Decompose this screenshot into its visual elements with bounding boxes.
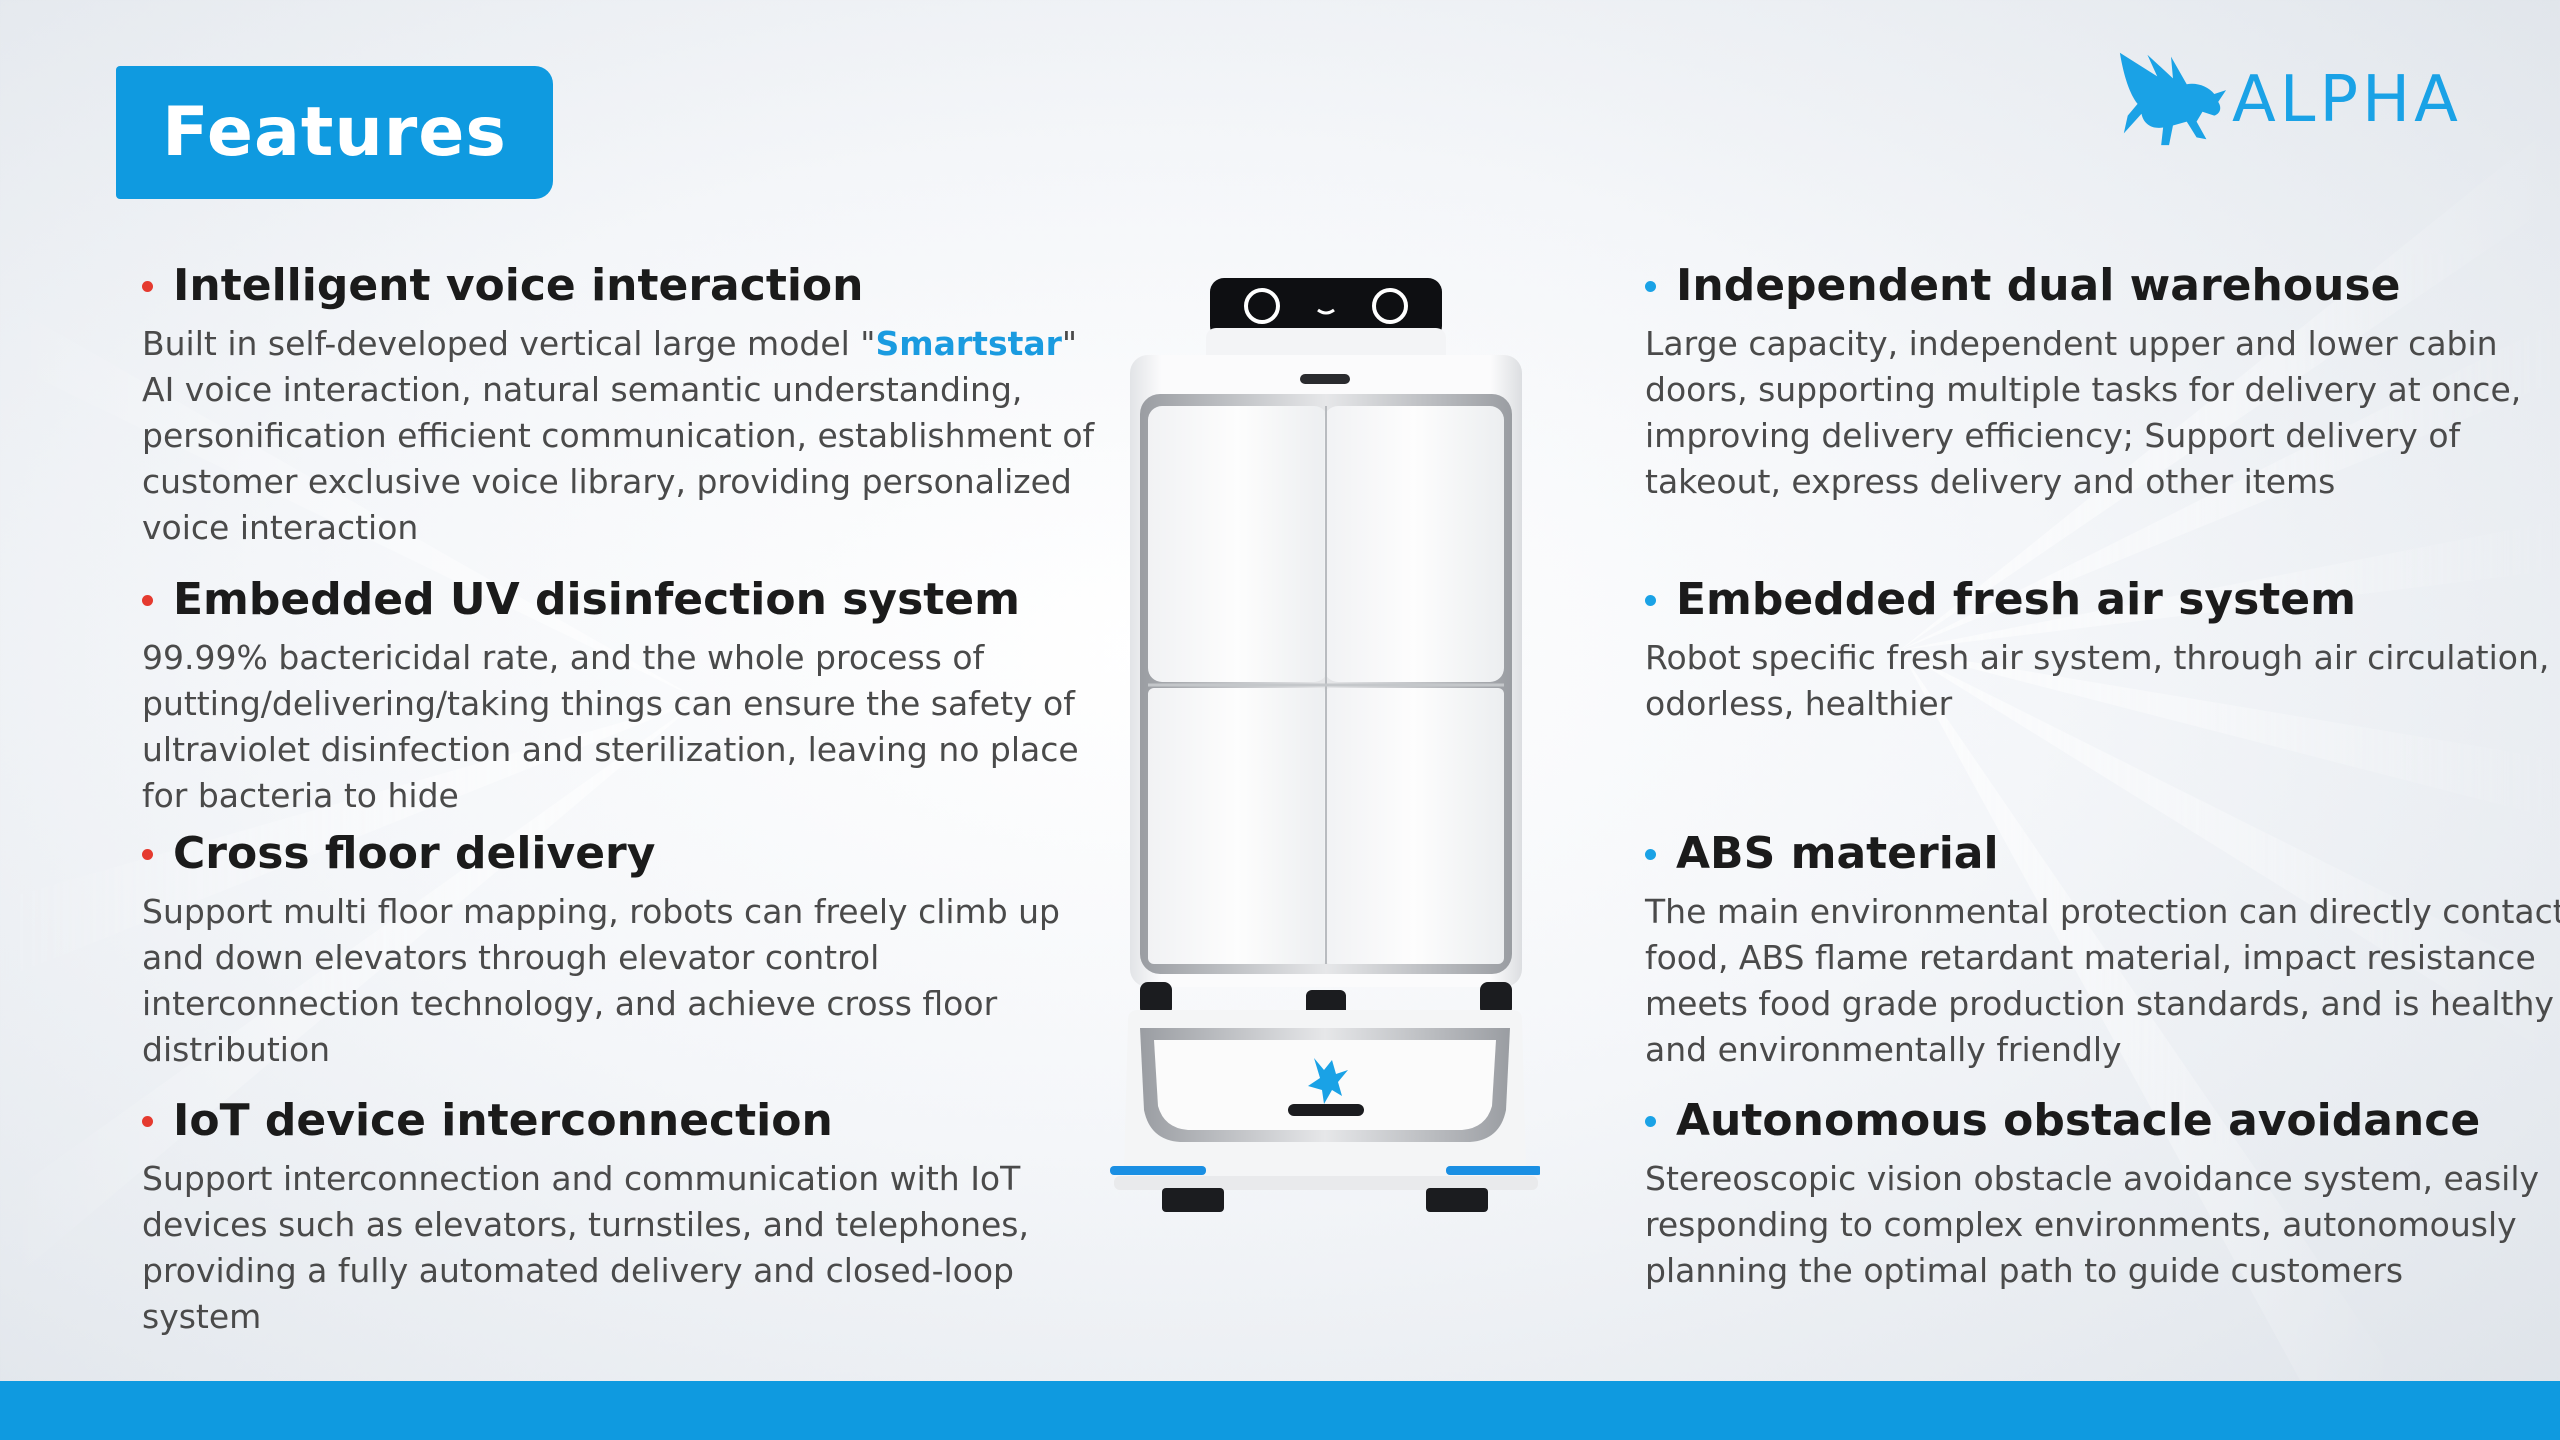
feature-iot: IoT device interconnection Support inter… xyxy=(142,1090,1102,1340)
feature-title: Intelligent voice interaction xyxy=(173,260,864,311)
bullet-dot-icon xyxy=(142,594,153,606)
brand-name: ALPHA xyxy=(2232,63,2462,137)
feature-description: Support interconnection and communicatio… xyxy=(142,1159,1029,1336)
feature-title: Embedded fresh air system xyxy=(1676,574,2356,625)
brand-logo: ALPHA xyxy=(2112,42,2492,152)
feature-description: Built in self-developed vertical large m… xyxy=(142,321,1102,551)
feature-obstacle-avoidance: Autonomous obstacle avoidance Stereoscop… xyxy=(1645,1090,2560,1294)
feature-title: Embedded UV disinfection system xyxy=(173,574,1020,625)
feature-title: Autonomous obstacle avoidance xyxy=(1676,1095,2481,1146)
feature-cross-floor: Cross floor delivery Support multi floor… xyxy=(142,823,1102,1073)
feature-title: Independent dual warehouse xyxy=(1676,260,2401,311)
feature-description: Support multi floor mapping, robots can … xyxy=(142,892,1061,1069)
bullet-dot-icon xyxy=(1645,1115,1656,1127)
bullet-dot-icon xyxy=(1645,848,1656,860)
feature-title: ABS material xyxy=(1676,828,1999,879)
feature-title: IoT device interconnection xyxy=(173,1095,833,1146)
feature-intelligent-voice: Intelligent voice interaction Built in s… xyxy=(142,255,1102,551)
feature-dual-warehouse: Independent dual warehouse Large capacit… xyxy=(1645,255,2560,505)
bullet-dot-icon xyxy=(142,280,153,292)
pegasus-logo-icon xyxy=(2119,52,2227,146)
features-header-badge: Features xyxy=(116,66,553,199)
bullet-dot-icon xyxy=(1645,280,1656,292)
feature-description: The main environmental protection can di… xyxy=(1645,892,2560,1069)
feature-description: Large capacity, independent upper and lo… xyxy=(1645,324,2522,501)
bullet-dot-icon xyxy=(142,848,153,860)
feature-description: 99.99% bactericidal rate, and the whole … xyxy=(142,638,1079,815)
desc-text: Built in self-developed vertical large m… xyxy=(142,324,876,363)
page-title: Features xyxy=(162,93,507,172)
bullet-dot-icon xyxy=(1645,594,1656,606)
feature-description: Stereoscopic vision obstacle avoidance s… xyxy=(1645,1159,2540,1290)
feature-title: Cross floor delivery xyxy=(173,828,656,879)
feature-uv-disinfection: Embedded UV disinfection system 99.99% b… xyxy=(142,569,1102,819)
feature-abs-material: ABS material The main environmental prot… xyxy=(1645,823,2560,1073)
bullet-dot-icon xyxy=(142,1115,153,1127)
feature-fresh-air: Embedded fresh air system Robot specific… xyxy=(1645,569,2560,727)
delivery-robot-illustration xyxy=(1110,278,1540,1212)
desc-text: " AI voice interaction, natural semantic… xyxy=(142,324,1095,547)
footer-bar xyxy=(0,1381,2560,1440)
smartstar-highlight: Smartstar xyxy=(875,324,1062,363)
feature-description: Robot specific fresh air system, through… xyxy=(1645,638,2550,723)
